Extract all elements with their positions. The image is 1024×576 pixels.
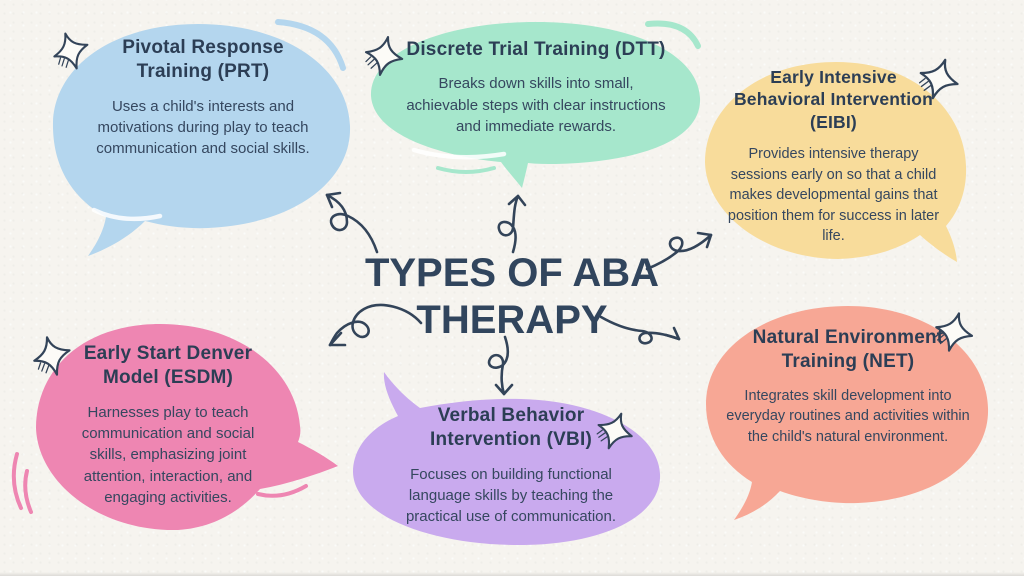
bubble-body: Provides intensive therapy sessions earl… [727,146,940,245]
inner-swoosh [411,147,507,160]
bubble-esdm-shape [11,324,338,531]
page-title-line2: THERAPY [416,298,608,342]
swoosh-accent [275,19,346,71]
bubble-dtt: Discrete Trial Training (DTT) Breaks dow… [356,16,706,206]
bubble-body: Uses a child's interests and motivations… [96,97,310,158]
speech-balloon [705,62,967,262]
bubble-dtt-shape [370,20,701,188]
bubble-body: Harnesses play to teach communication an… [81,403,255,506]
bubble-heading: Verbal Behavior Intervention (VBI) [430,405,592,451]
bubble-body: Focuses on building functional language … [405,465,617,526]
bubble-vbi: Verbal Behavior Intervention (VBI) Focus… [336,366,671,561]
speech-balloon [370,22,701,188]
page-title-line1: TYPES OF ABA [364,251,660,295]
swoosh-accent-tail [256,484,308,498]
bubble-net-shape [706,306,989,520]
bubble-net: Natural Environment Training (NET) Integ… [698,298,993,528]
bubble-heading: Early Intensive Behavioral Intervention … [733,67,934,132]
star-doodle-icon [927,305,981,359]
inner-swoosh [91,207,163,222]
swoosh-accent-small [23,469,33,514]
speech-balloon [52,24,351,256]
bubble-body: Breaks down skills into small, achievabl… [406,75,666,135]
bubble-heading: Natural Environment Training (NET) [752,327,944,373]
star-doodle-icon [910,50,968,108]
bubble-body: Integrates skill development into everyd… [726,387,970,445]
bubble-prt-shape [52,19,351,256]
speech-balloon [36,324,338,531]
star-doodle-icon [25,329,79,383]
star-doodle-icon [588,404,642,458]
star-doodle-icon [45,25,98,78]
bubble-eibi: Early Intensive Behavioral Intervention … [696,54,971,289]
bubble-eibi-shape [705,62,967,262]
swoosh-accent [645,20,701,49]
star-doodle-icon [358,30,410,82]
speech-balloon [706,306,989,520]
speech-balloon [353,372,661,546]
swoosh-accent [11,452,23,510]
swoosh-accent-small [436,166,496,174]
page-title: TYPES OF ABA THERAPY [312,250,712,344]
bubble-heading: Early Start Denver Model (ESDM) [83,343,253,389]
bubble-esdm: Early Start Denver Model (ESDM) Harnesse… [8,316,353,556]
bubble-heading: Discrete Trial Training (DTT) [406,39,666,60]
bubble-prt: Pivotal Response Training (PRT) Uses a c… [38,16,353,261]
bubble-heading: Pivotal Response Training (PRT) [122,37,284,83]
bubble-vbi-shape [353,372,661,546]
